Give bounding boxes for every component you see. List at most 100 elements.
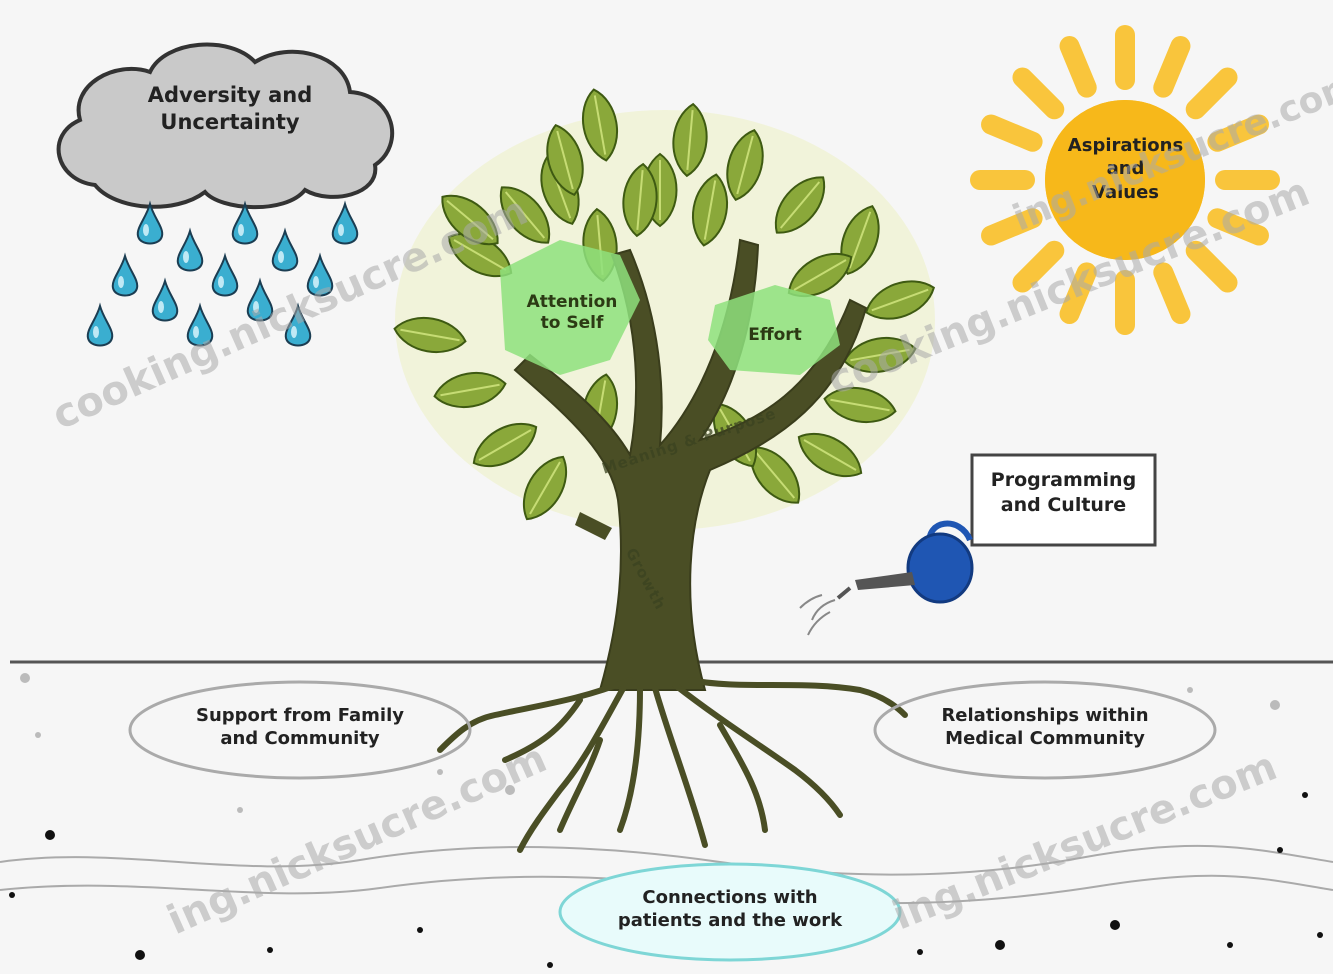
soil-speck bbox=[1187, 687, 1193, 693]
raindrop-icon bbox=[176, 227, 204, 272]
leaf-icon bbox=[865, 280, 935, 320]
soil-wave-line bbox=[0, 844, 1333, 876]
leaf-icon bbox=[522, 455, 568, 521]
leaf-icon bbox=[774, 176, 826, 234]
raindrop-icon bbox=[136, 200, 164, 245]
sun-icon bbox=[970, 25, 1280, 335]
tree-leaves bbox=[393, 88, 935, 521]
root-path bbox=[687, 677, 908, 718]
soil-speck bbox=[505, 785, 515, 795]
soil-speck bbox=[35, 732, 41, 738]
raindrop-highlight bbox=[158, 301, 164, 313]
soil-speck bbox=[917, 949, 923, 955]
leaf-icon bbox=[797, 432, 863, 478]
leaf-icon bbox=[499, 186, 551, 244]
raindrop-icon bbox=[211, 252, 239, 297]
soil-speck bbox=[417, 927, 423, 933]
soil-speck bbox=[9, 892, 15, 898]
sun-ray bbox=[1207, 114, 1269, 152]
raindrop-icon bbox=[331, 200, 359, 245]
raindrop-highlight bbox=[193, 326, 199, 338]
support-oval bbox=[128, 680, 472, 780]
leaf-icon bbox=[433, 371, 507, 409]
sun-ray bbox=[1153, 262, 1191, 324]
relationships-oval bbox=[873, 680, 1217, 780]
sun-ray bbox=[1185, 67, 1238, 120]
cloud-label: Adversity and Uncertainty bbox=[147, 83, 313, 135]
root-path bbox=[557, 737, 603, 833]
attention-label: Attention to Self bbox=[526, 292, 618, 334]
soil-speck bbox=[1270, 700, 1280, 710]
leaf-icon bbox=[546, 124, 584, 196]
raindrop-icon bbox=[111, 252, 139, 297]
leaf-icon bbox=[441, 194, 499, 246]
root-path bbox=[517, 682, 628, 853]
raindrop-highlight bbox=[338, 224, 344, 236]
soil-speck bbox=[1302, 792, 1308, 798]
soil-speck bbox=[237, 807, 243, 813]
effort-label: Effort bbox=[748, 325, 802, 345]
sun-ray bbox=[1153, 36, 1191, 98]
leaf-icon bbox=[472, 422, 538, 468]
soil-speck bbox=[267, 947, 273, 953]
soil-speck bbox=[1277, 847, 1283, 853]
soil-speck bbox=[45, 830, 55, 840]
attention-highlight bbox=[500, 240, 640, 375]
soil-speck bbox=[1317, 932, 1323, 938]
raindrop-highlight bbox=[291, 326, 297, 338]
sun-label: Aspirations and Values bbox=[1067, 135, 1184, 203]
rain-group bbox=[86, 200, 359, 347]
soil-speck bbox=[547, 962, 553, 968]
root-path bbox=[617, 685, 643, 833]
raindrop-highlight bbox=[93, 326, 99, 338]
connections-oval bbox=[558, 862, 902, 962]
tree-icon bbox=[393, 88, 935, 853]
leaf-icon bbox=[843, 336, 917, 374]
soil-speck bbox=[1110, 920, 1120, 930]
effort-highlight bbox=[708, 285, 840, 375]
root-path bbox=[437, 677, 633, 753]
raindrop-highlight bbox=[238, 224, 244, 236]
root-path bbox=[652, 685, 708, 848]
sun-disc bbox=[1045, 100, 1205, 260]
raindrop-icon bbox=[86, 302, 114, 347]
relationships-label: Relationships within Medical Community bbox=[941, 705, 1149, 750]
sun-ray bbox=[1207, 208, 1269, 246]
soil-speck bbox=[437, 769, 443, 775]
leaf-icon bbox=[726, 129, 764, 201]
leaf-icon bbox=[622, 162, 658, 238]
programming-label: Programming and Culture bbox=[990, 469, 1137, 516]
programming-box bbox=[970, 453, 1157, 547]
soil-speck bbox=[1227, 942, 1233, 948]
sun-ray bbox=[1012, 67, 1065, 120]
soil-specks bbox=[9, 673, 1323, 968]
raindrop-highlight bbox=[253, 301, 259, 313]
sun-ray bbox=[1059, 262, 1097, 324]
root-path bbox=[717, 722, 768, 833]
raindrop-highlight bbox=[278, 251, 284, 263]
tree-roots bbox=[437, 677, 908, 853]
sun-ray bbox=[1059, 36, 1097, 98]
raindrop-icon bbox=[271, 227, 299, 272]
sun-ray bbox=[981, 208, 1043, 246]
watering-can-icon bbox=[799, 520, 974, 636]
sun-ray bbox=[981, 114, 1043, 152]
raindrop-highlight bbox=[143, 224, 149, 236]
raindrop-highlight bbox=[183, 251, 189, 263]
raindrop-icon bbox=[231, 200, 259, 245]
sun-ray bbox=[1012, 240, 1065, 293]
raindrop-highlight bbox=[118, 276, 124, 288]
raindrop-highlight bbox=[313, 276, 319, 288]
soil-speck bbox=[20, 673, 30, 683]
leaf-icon bbox=[393, 316, 467, 354]
soil-speck bbox=[135, 950, 145, 960]
sun-ray bbox=[1185, 240, 1238, 293]
leaf-icon bbox=[823, 386, 897, 424]
root-path bbox=[672, 682, 843, 818]
raindrop-highlight bbox=[218, 276, 224, 288]
leaf-icon bbox=[691, 173, 729, 247]
cloud-icon bbox=[56, 42, 395, 210]
raindrop-icon bbox=[151, 277, 179, 322]
